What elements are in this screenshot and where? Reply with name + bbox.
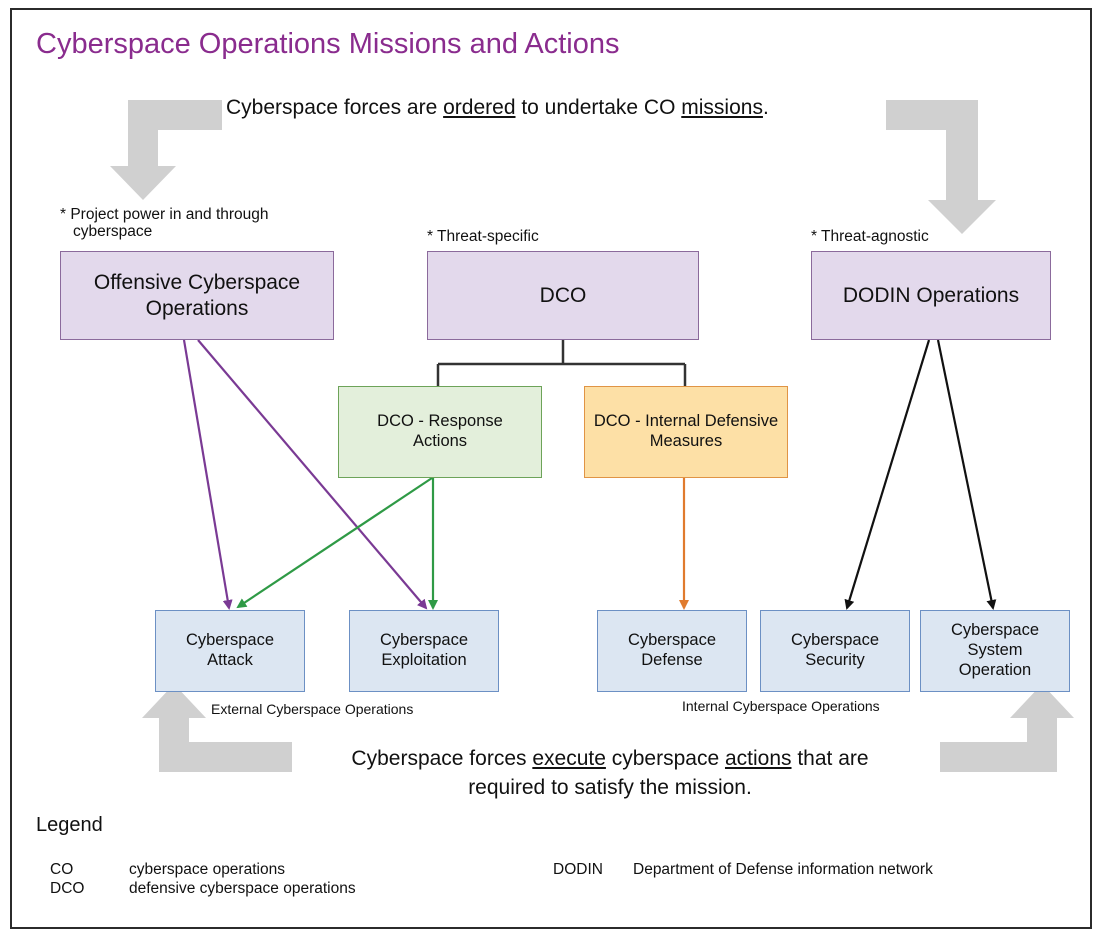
legend-abbr-dodin: DODIN [553,861,603,878]
internal-ops-label: Internal Cyberspace Operations [682,698,880,714]
bottom-banner-line1: Cyberspace forces execute cyberspace act… [230,744,990,773]
bottom-banner-mid: cyberspace [605,747,725,770]
legend-abbr-co: CO [50,861,74,878]
dco-note: * Threat-specific [427,228,539,245]
action-security-box: Cyberspace Security [760,610,910,692]
top-banner-mid: to undertake CO [515,96,682,119]
offensive-note-line2: cyberspace [73,223,153,240]
arrow-response-to-attack [236,477,433,609]
arrow-dodin-to-security [844,339,931,610]
top-banner-text: Cyberspace forces are ordered to underta… [226,96,882,120]
legend-text-dco: defensive cyberspace operations [129,880,356,897]
banner-arrow-top-left [110,100,222,200]
external-ops-label: External Cyberspace Operations [211,701,414,717]
action-attack-box: Cyberspace Attack [155,610,305,692]
dco-internal-defensive-box: DCO - Internal Defensive Measures [584,386,788,478]
mission-dco-box: DCO [427,251,699,340]
dco-response-actions-box: DCO - Response Actions [338,386,542,478]
offensive-note: * Project power in and through cyberspac… [60,206,269,240]
action-exploitation-box: Cyberspace Exploitation [349,610,499,692]
banner-arrow-top-right [886,100,996,234]
bottom-banner-post: that are [791,747,869,770]
banner-arrow-bottom-right [940,684,1074,772]
mission-dodin-box: DODIN Operations [811,251,1051,340]
legend-abbr-dco: DCO [50,880,85,897]
bottom-banner-line2: required to satisfy the mission. [468,776,752,799]
banner-arrow-bottom-left [142,684,292,772]
bottom-banner-execute: execute [532,747,606,770]
top-banner-ordered: ordered [443,96,516,119]
dodin-note: * Threat-agnostic [811,228,929,245]
bottom-banner-actions: actions [724,747,792,770]
bottom-banner-text: Cyberspace forces execute cyberspace act… [230,744,990,802]
bottom-banner-pre: Cyberspace forces [351,747,533,770]
diagram-frame [10,8,1092,929]
legend-text-co: cyberspace operations [129,861,285,878]
action-system-operation-box: Cyberspace System Operation [920,610,1070,692]
top-banner-post: . [762,96,769,119]
page-title: Cyberspace Operations Missions and Actio… [36,28,620,60]
action-defense-box: Cyberspace Defense [597,610,747,692]
offensive-note-line1: * Project power in and through [60,206,269,223]
arrow-offensive-to-attack [182,339,233,610]
arrow-offensive-to-exploitation [197,339,428,610]
top-banner-pre: Cyberspace forces are [226,96,444,119]
legend-text-dodin: Department of Defense information networ… [633,861,933,878]
mission-offensive-box: Offensive Cyberspace Operations [60,251,334,340]
legend-title: Legend [36,814,103,836]
dco-tree-connector [436,340,687,386]
top-banner-missions: missions [681,96,763,119]
arrow-dodin-to-system-operation [936,339,997,610]
